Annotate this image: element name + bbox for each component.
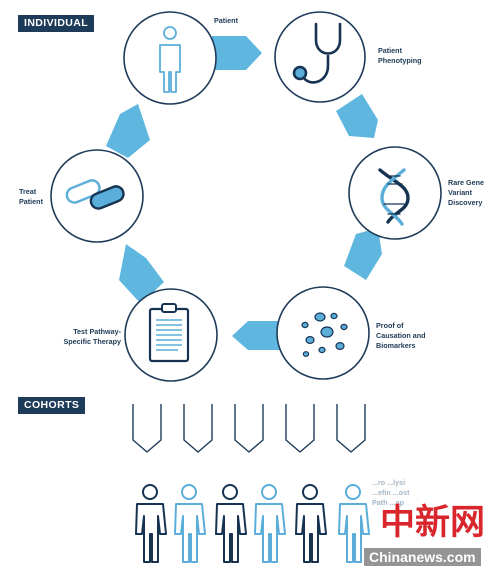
cells-icon (301, 312, 348, 357)
arrow-patient-to-phenotyping (212, 36, 262, 70)
cohort-caption-partial: ...ro ...lysi ...efin ...ost Path ...ap (372, 478, 410, 508)
label-therapy-line-2: Specific Therapy (63, 337, 121, 346)
clipboard-icon (148, 303, 190, 363)
cohort-person-icon (254, 484, 286, 563)
person-icon (159, 26, 181, 93)
label-patient-line-1: Patient (214, 16, 238, 25)
cohort-caption-word-3: ...efin (372, 488, 391, 497)
capsule-icon (65, 179, 125, 210)
label-causation: Proof of Causation and Biomarkers (376, 321, 426, 351)
cohort-caption-word-5: Path (372, 498, 388, 507)
cohort-caption-word-1: ...ro (372, 478, 386, 487)
arrow-therapy-to-treat (119, 244, 164, 304)
cohort-funnel-4 (285, 404, 315, 453)
cohort-caption-word-4: ...ost (392, 488, 410, 497)
cohort-caption-word-6: ...ap (389, 498, 404, 507)
label-discovery-line-1: Rare Gene (448, 178, 484, 187)
individual-section-tag: INDIVIDUAL (18, 15, 95, 32)
label-discovery-line-2: Variant (448, 188, 472, 197)
label-phenotyping-line-2: Phenotyping (378, 56, 422, 65)
arrow-treat-to-patient (106, 104, 150, 158)
label-phenotyping-line-1: Patient (378, 46, 402, 55)
label-phenotyping: Patient Phenotyping (378, 46, 422, 66)
arrow-causation-to-therapy (232, 321, 286, 350)
cohort-person-icon (338, 484, 370, 563)
label-treat-line-1: Treat (19, 187, 37, 196)
cohort-funnel-2 (183, 404, 213, 453)
cohort-funnel-5 (336, 404, 366, 453)
circle-patient (123, 11, 217, 105)
watermark-logo-en: Chinanews.com (364, 548, 481, 566)
circle-discovery (348, 146, 442, 240)
watermark-logo-cn: 中新网 (380, 502, 486, 543)
cohort-caption-word-2: ...lysi (387, 478, 406, 487)
cohort-funnel-3 (234, 404, 264, 453)
dna-icon (378, 168, 410, 226)
label-causation-line-3: Biomarkers (376, 341, 416, 350)
arrow-discovery-to-causation (344, 228, 382, 280)
label-treat-line-2: Patient (19, 197, 43, 206)
label-therapy: Test Pathway- Specific Therapy (55, 327, 121, 347)
stethoscope-icon (292, 22, 342, 84)
cohort-person-icon (295, 484, 327, 563)
cohort-funnel-1 (132, 404, 162, 453)
label-causation-line-2: Causation and (376, 331, 426, 340)
label-treat: Treat Patient (19, 187, 43, 207)
label-discovery-line-3: Discovery (448, 198, 483, 207)
label-therapy-line-1: Test Pathway- (73, 327, 121, 336)
cohort-person-icon (215, 484, 247, 563)
circle-phenotyping (274, 11, 366, 103)
arrow-phenotyping-to-discovery (336, 94, 378, 138)
cohort-person-icon (135, 484, 167, 563)
label-discovery: Rare Gene Variant Discovery (448, 178, 484, 208)
label-patient: Patient (214, 16, 238, 26)
cohorts-section-tag: COHORTS (18, 397, 86, 414)
label-causation-line-1: Proof of (376, 321, 404, 330)
cohort-person-icon (174, 484, 206, 563)
